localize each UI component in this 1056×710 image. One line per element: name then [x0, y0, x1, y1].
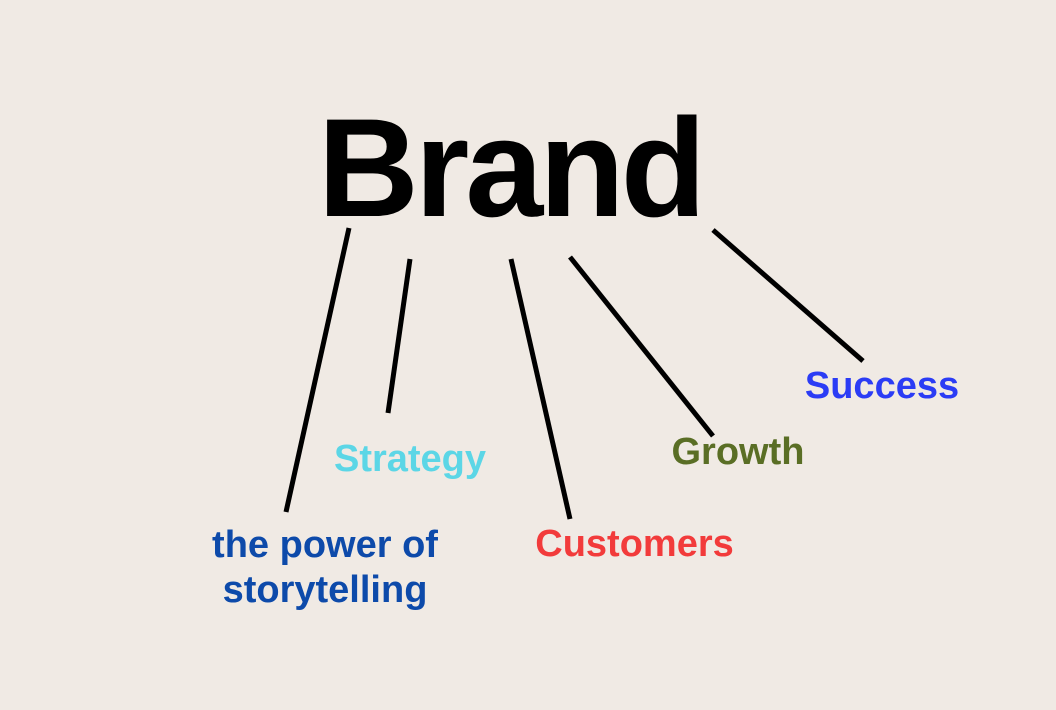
branch-label-storytelling: the power of storytelling: [195, 523, 455, 613]
branch-label-strategy: Strategy: [333, 438, 487, 480]
connector-growth: [568, 255, 715, 438]
branch-label-customers: Customers: [535, 523, 734, 565]
connector-strategy: [385, 258, 413, 414]
brand-title: Brand: [317, 89, 706, 246]
connector-storytelling: [283, 227, 352, 513]
branch-label-success: Success: [804, 365, 960, 407]
connector-success: [711, 228, 865, 363]
branch-label-growth: Growth: [671, 431, 805, 473]
branch-label-storytelling-line-2: storytelling: [222, 569, 428, 611]
connector-customers: [508, 258, 573, 520]
branch-label-storytelling-line-1: the power of: [212, 524, 438, 566]
